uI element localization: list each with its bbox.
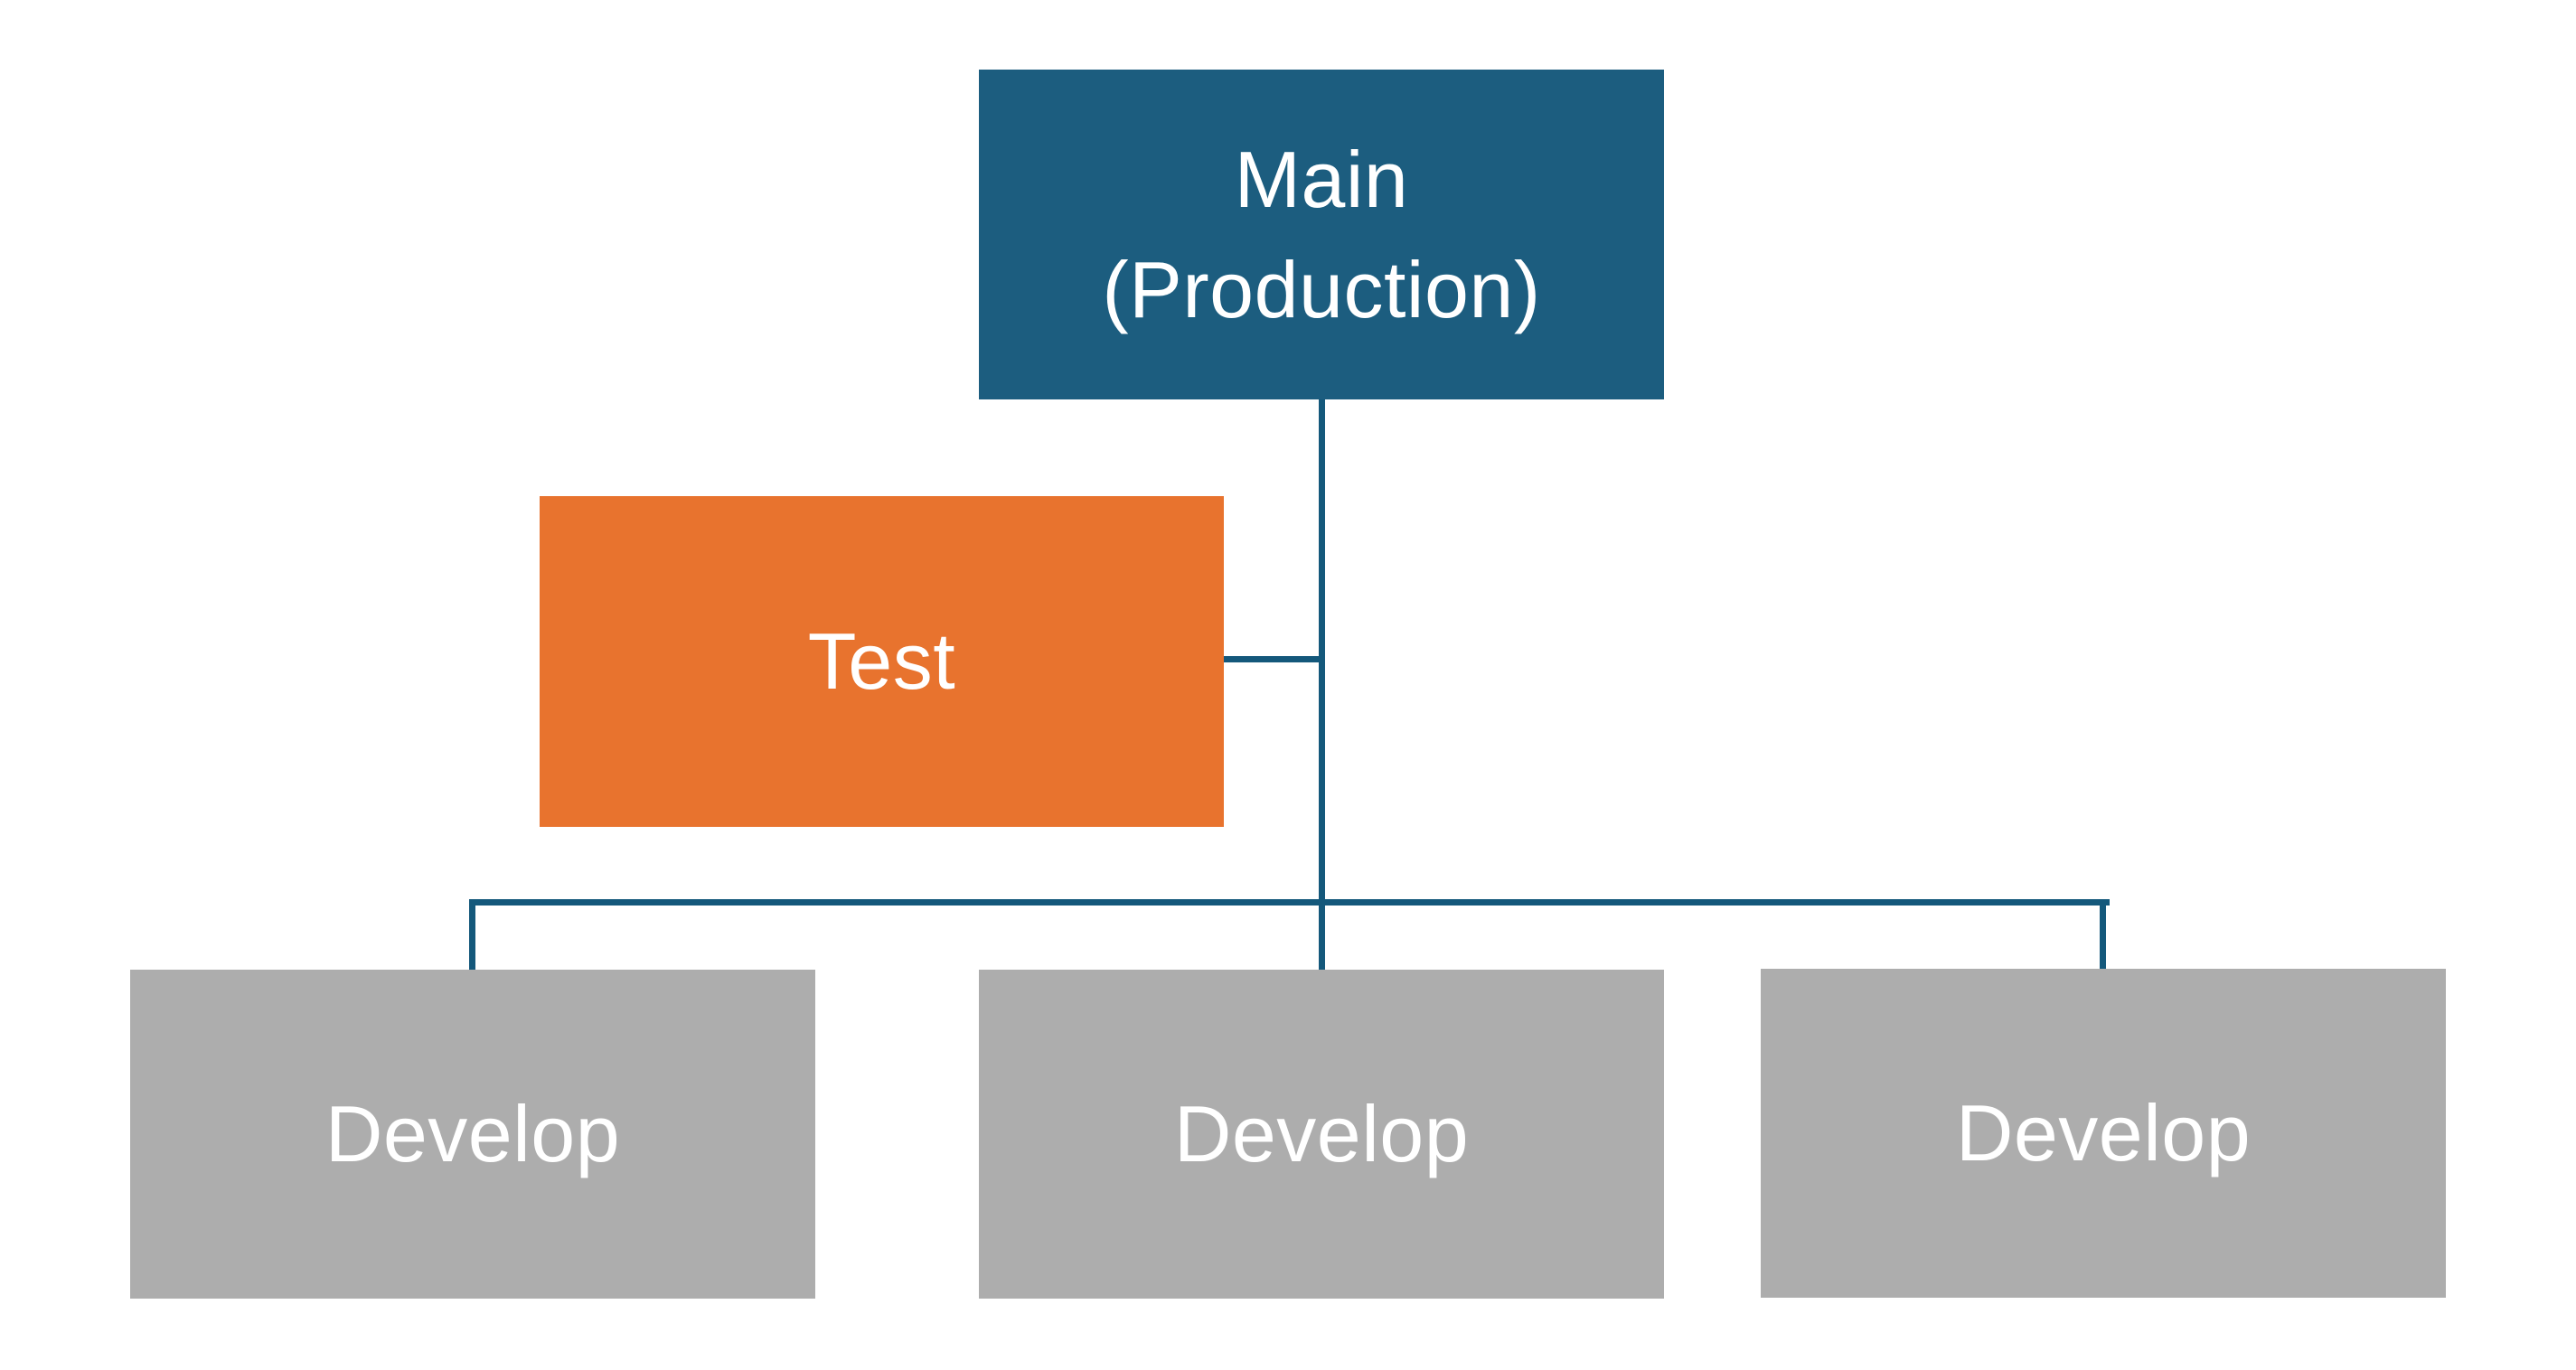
main-label-line1: Main <box>1234 135 1409 225</box>
node-main-production-label: Main (Production) <box>1102 125 1540 344</box>
develop-left-label: Develop <box>324 1089 621 1179</box>
develop-center-label: Develop <box>1173 1089 1470 1179</box>
test-label: Test <box>807 616 956 707</box>
connector-drop-develop-left <box>469 899 475 970</box>
node-develop-right[interactable]: Develop <box>1761 969 2446 1298</box>
connector-drop-develop-right <box>2100 899 2106 969</box>
connector-test-to-trunk <box>1224 656 1325 662</box>
node-develop-left[interactable]: Develop <box>130 970 815 1299</box>
node-test[interactable]: Test <box>540 496 1224 827</box>
node-main-production[interactable]: Main (Production) <box>979 70 1664 399</box>
connector-main-to-develop <box>1319 399 1325 970</box>
node-develop-center[interactable]: Develop <box>979 970 1664 1299</box>
develop-right-label: Develop <box>1955 1088 2252 1178</box>
connector-horizontal-rail <box>469 899 2110 906</box>
main-label-line2: (Production) <box>1102 244 1541 334</box>
